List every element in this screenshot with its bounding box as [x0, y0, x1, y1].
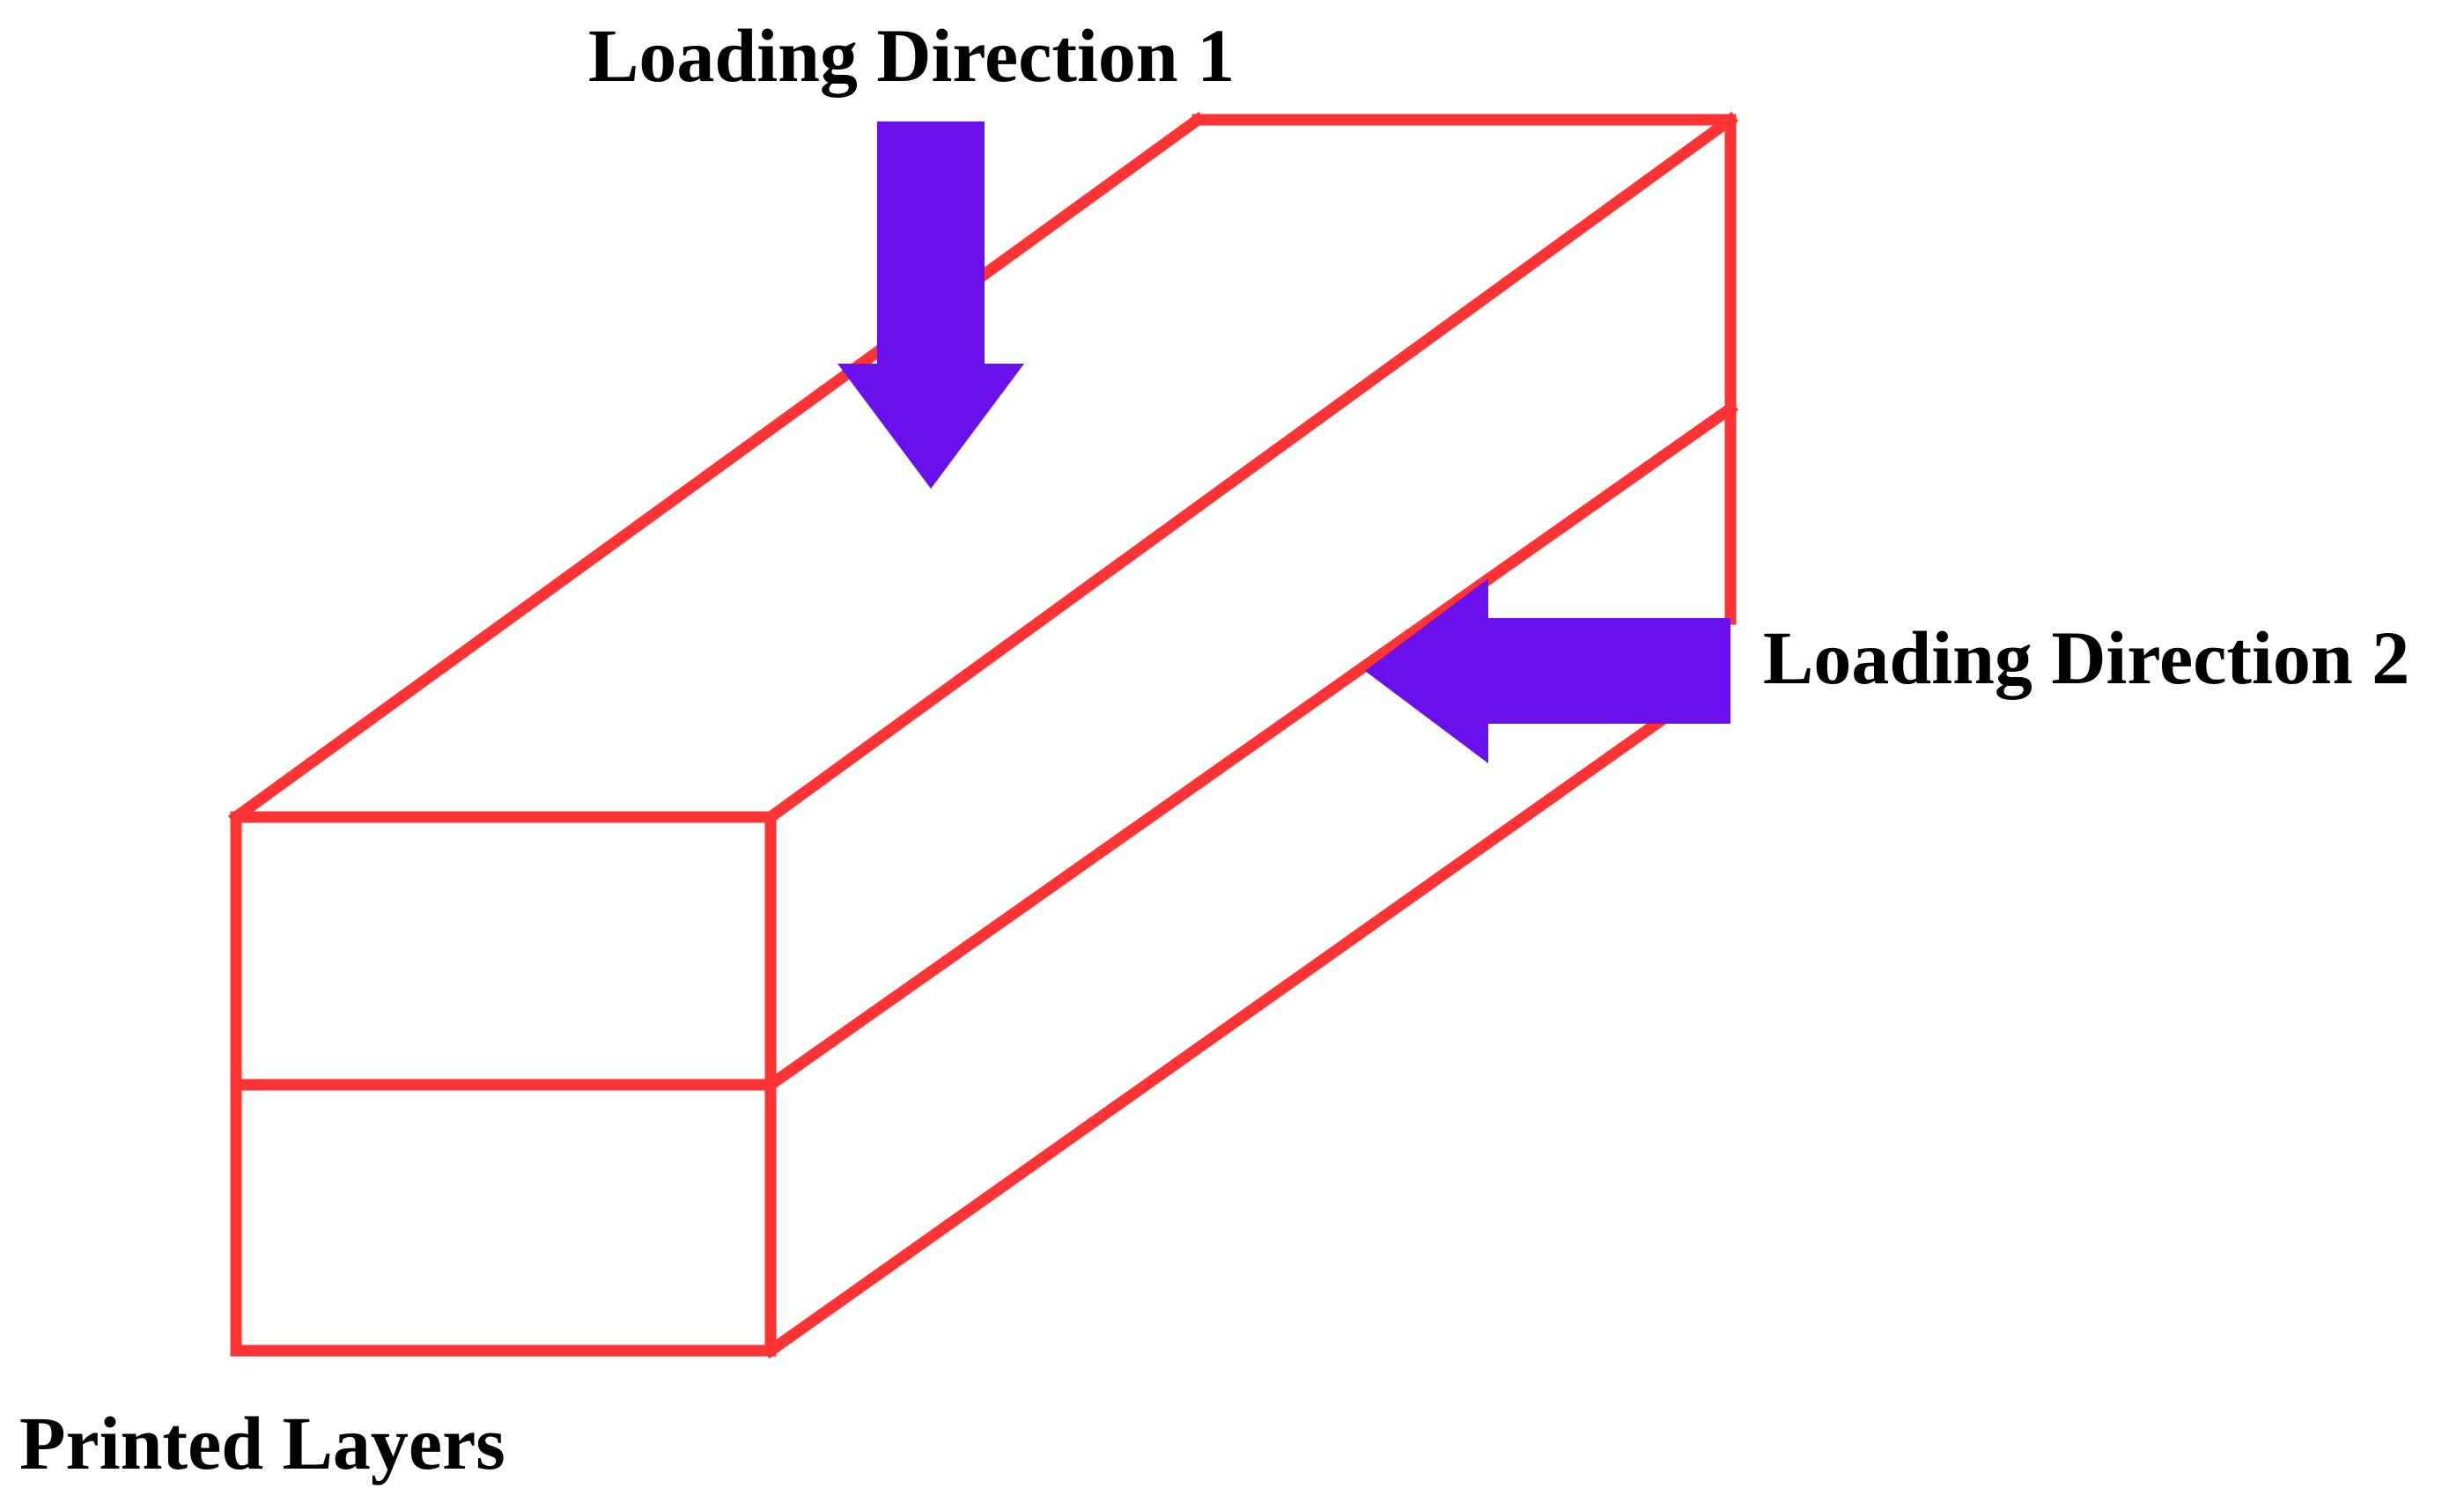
- layer-divider-side: [762, 400, 1739, 1094]
- loading-direction-2-arrow: [1365, 578, 1730, 763]
- loading-arrows: [837, 122, 1730, 763]
- loading-direction-1-label: Loading Direction 1: [588, 13, 1235, 98]
- loading-direction-1-arrow: [837, 122, 1024, 489]
- printed-layers-label: Printed Layers: [19, 1401, 505, 1485]
- top-back-left-edge: [227, 111, 1206, 826]
- specimen-outline: [227, 111, 1739, 1359]
- labels: Loading Direction 1 Loading Direction 2 …: [19, 13, 2409, 1485]
- top-front-long-edge: [762, 111, 1739, 826]
- loading-direction-2-label: Loading Direction 2: [1763, 615, 2409, 700]
- side-bottom-edge: [762, 706, 1678, 1359]
